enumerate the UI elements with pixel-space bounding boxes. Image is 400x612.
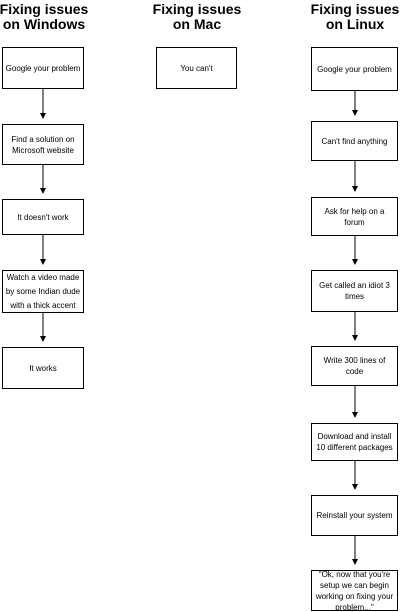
windows-step-4: Watch a video made by some Indian dude w… (2, 270, 84, 313)
windows-step-5: It works (2, 347, 84, 389)
linux-step-5: Write 300 lines of code (311, 346, 398, 386)
linux-title-line2: on Linux (325, 16, 385, 32)
windows-step-1: Google your problem (2, 47, 84, 89)
linux-title-line1: Fixing issues (310, 1, 400, 17)
linux-step-1: Google your problem (311, 47, 398, 91)
mac-title-line2: on Mac (172, 16, 222, 32)
linux-step-7: Reinstall your system (311, 495, 398, 536)
windows-step-3: It doesn't work (2, 199, 84, 235)
windows-step-2: Find a solution on Microsoft website (2, 124, 84, 165)
mac-column-title: Fixing issues on Mac (142, 2, 252, 32)
linux-step-2: Can't find anything (311, 121, 398, 161)
linux-step-6: Download and install 10 different packag… (311, 423, 398, 461)
mac-title-line1: Fixing issues (152, 1, 242, 17)
linux-column-title: Fixing issues on Linux (300, 2, 400, 32)
windows-column-title: Fixing issues on Windows (0, 2, 99, 32)
linux-step-4: Get called an idiot 3 times (311, 270, 398, 312)
windows-title-line1: Fixing issues (0, 1, 89, 17)
linux-step-3: Ask for help on a forum (311, 197, 398, 236)
windows-title-line2: on Windows (2, 16, 86, 32)
mac-step-1: You can't (156, 47, 237, 89)
linux-step-8: "Ok, now that you're setup we can begin … (311, 570, 398, 611)
